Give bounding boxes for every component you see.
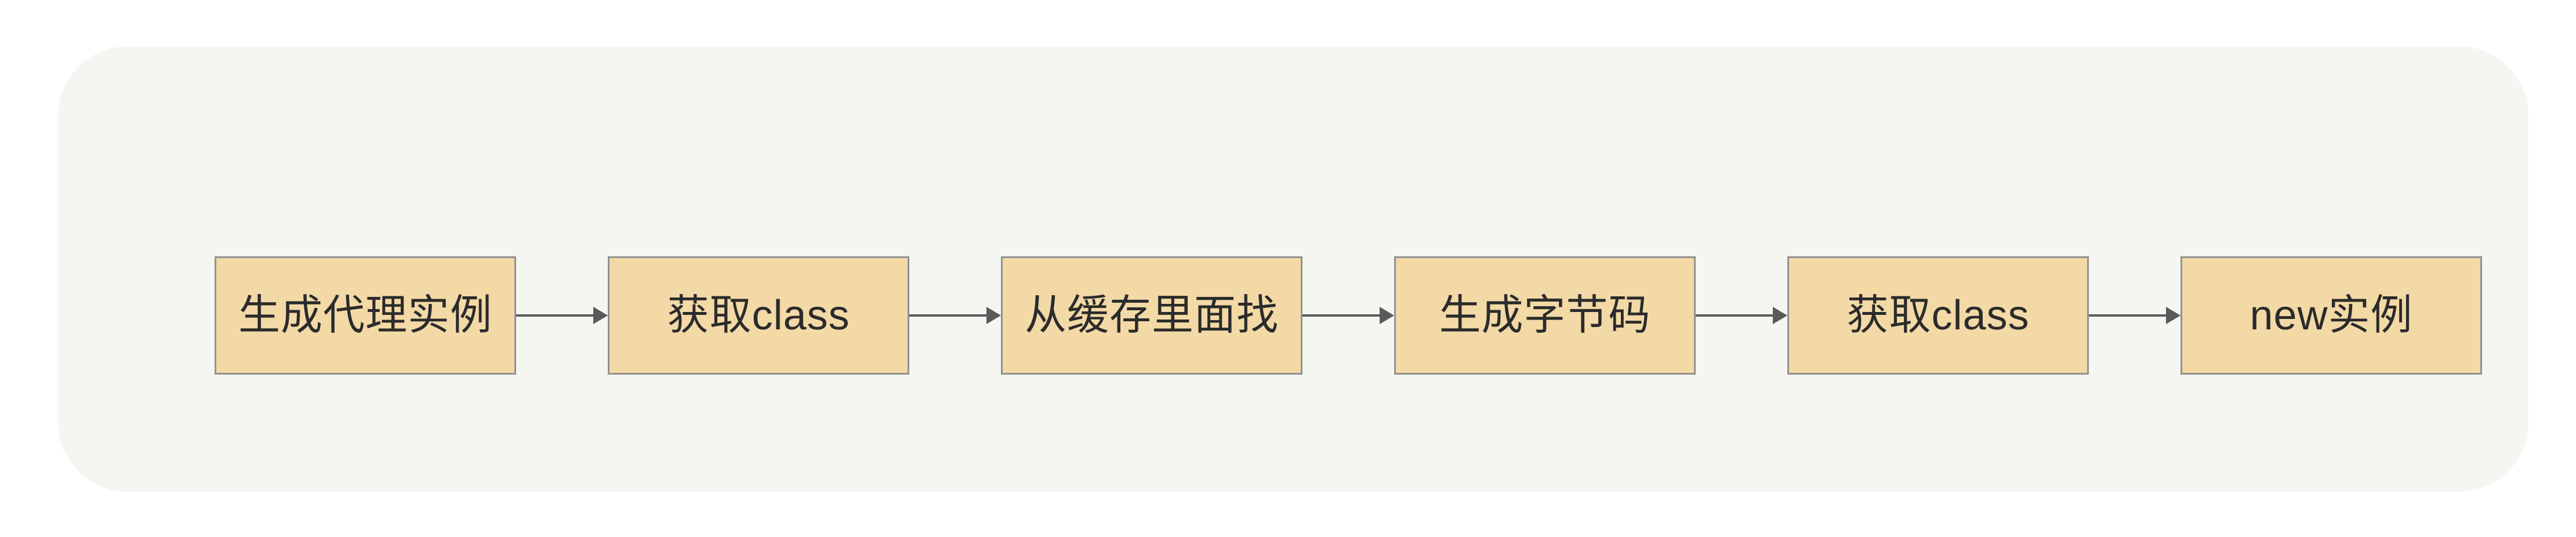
- flow-node[interactable]: 生成代理实例: [215, 256, 516, 375]
- flow-node[interactable]: 获取class: [1787, 256, 2089, 375]
- arrow-head-icon: [593, 307, 608, 324]
- arrow-head-icon: [1380, 307, 1394, 324]
- flow-node-label: 获取class: [1846, 292, 2030, 339]
- flowchart-row: 生成代理实例 获取class 从缓存里面找 生成字节码 获取class new实例: [215, 256, 2482, 375]
- flow-node[interactable]: 生成字节码: [1394, 256, 1696, 375]
- flow-node-label: 从缓存里面找: [1024, 292, 1279, 339]
- arrow-head-icon: [1773, 307, 1787, 324]
- arrow-head-icon: [2166, 307, 2180, 324]
- arrow-line: [2089, 314, 2167, 317]
- flow-arrow: [909, 256, 1001, 375]
- arrow-head-icon: [986, 307, 1001, 324]
- flow-arrow: [2089, 256, 2180, 375]
- flow-node[interactable]: new实例: [2180, 256, 2482, 375]
- flow-node-label: 生成代理实例: [238, 292, 492, 339]
- flow-arrow: [516, 256, 608, 375]
- flow-node-label: 生成字节码: [1439, 292, 1651, 339]
- arrow-line: [1696, 314, 1773, 317]
- flow-node-label: new实例: [2250, 292, 2413, 339]
- flow-arrow: [1302, 256, 1394, 375]
- flow-node[interactable]: 从缓存里面找: [1001, 256, 1302, 375]
- arrow-line: [909, 314, 987, 317]
- flow-node-label: 获取class: [667, 292, 850, 339]
- arrow-line: [1302, 314, 1380, 317]
- diagram-container: 生成代理实例 获取class 从缓存里面找 生成字节码 获取class new实例: [58, 46, 2528, 492]
- arrow-line: [516, 314, 594, 317]
- flow-node[interactable]: 获取class: [608, 256, 909, 375]
- flow-arrow: [1696, 256, 1787, 375]
